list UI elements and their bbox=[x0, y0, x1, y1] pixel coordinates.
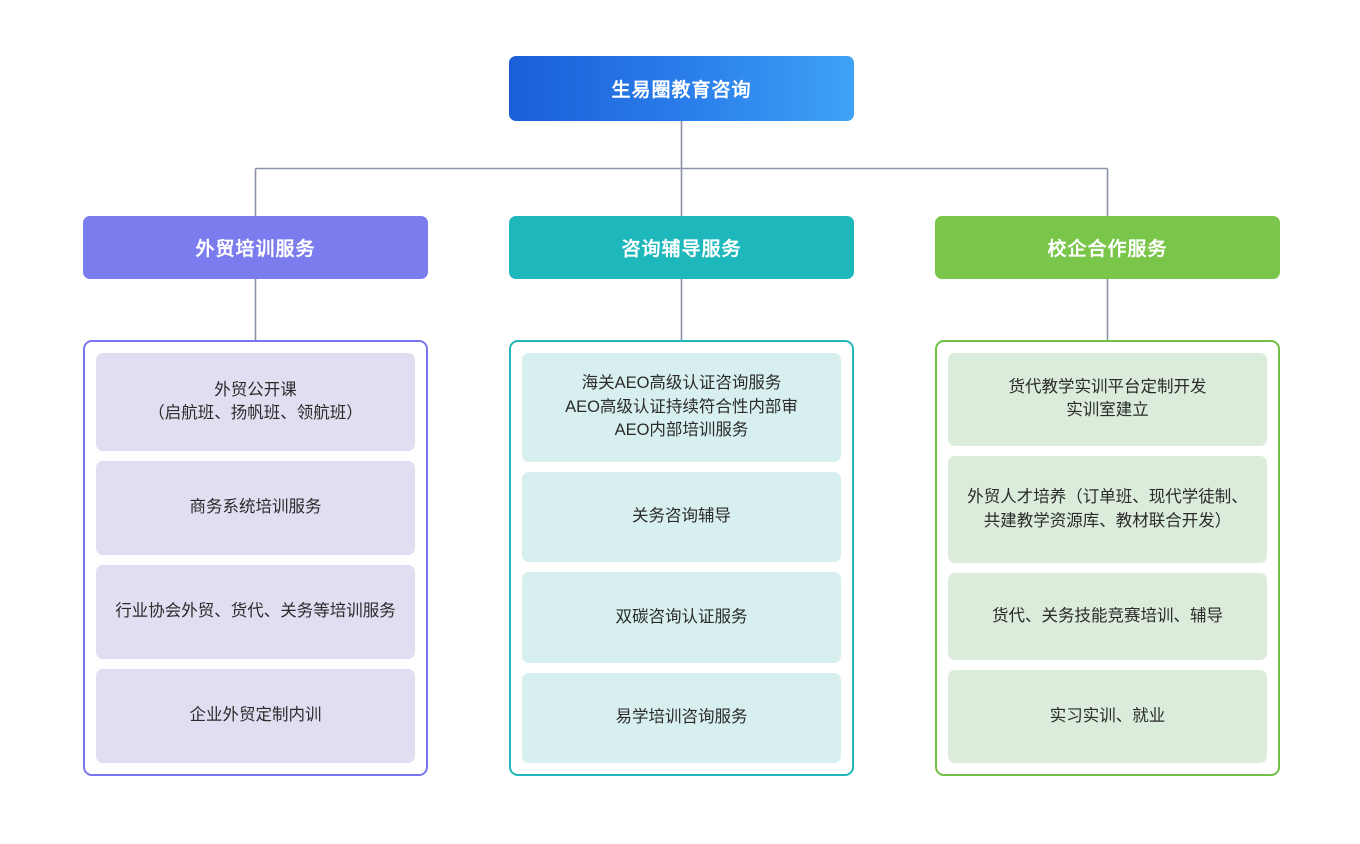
branch-header-1[interactable]: 咨询辅导服务 bbox=[509, 216, 854, 279]
branch-item-card[interactable]: 货代、关务技能竞赛培训、辅导 bbox=[948, 573, 1267, 661]
branch-column-1: 咨询辅导服务 bbox=[509, 216, 854, 279]
branch-item-card[interactable]: 关务咨询辅导 bbox=[522, 471, 841, 563]
root-node-label: 生易圈教育咨询 bbox=[611, 80, 752, 101]
branch-item-card[interactable]: 外贸公开课 （启航班、扬帆班、领航班） bbox=[96, 353, 415, 451]
branch-item-card[interactable]: 行业协会外贸、货代、关务等培训服务 bbox=[96, 564, 415, 659]
branch-item-card[interactable]: 海关AEO高级认证咨询服务 AEO高级认证持续符合性内部审 AEO内部培训服务 bbox=[522, 353, 841, 462]
branch-panel-2: 货代教学实训平台定制开发 实训室建立 外贸人才培养（订单班、现代学徒制、共建教学… bbox=[935, 340, 1280, 776]
branch-item-card[interactable]: 外贸人才培养（订单班、现代学徒制、共建教学资源库、教材联合开发） bbox=[948, 455, 1267, 564]
branch-header-label: 外贸培训服务 bbox=[195, 239, 316, 260]
branch-item-card[interactable]: 货代教学实训平台定制开发 实训室建立 bbox=[948, 353, 1267, 446]
branch-panel-1: 海关AEO高级认证咨询服务 AEO高级认证持续符合性内部审 AEO内部培训服务 … bbox=[509, 340, 854, 776]
branch-header-0[interactable]: 外贸培训服务 bbox=[83, 216, 428, 279]
branch-item-card[interactable]: 易学培训咨询服务 bbox=[522, 672, 841, 763]
branch-item-card[interactable]: 实习实训、就业 bbox=[948, 670, 1267, 763]
branch-item-card[interactable]: 企业外贸定制内训 bbox=[96, 668, 415, 763]
branch-header-label: 咨询辅导服务 bbox=[621, 239, 742, 260]
branch-item-card[interactable]: 双碳咨询认证服务 bbox=[522, 572, 841, 663]
branch-header-label: 校企合作服务 bbox=[1047, 239, 1168, 260]
branch-panel-0: 外贸公开课 （启航班、扬帆班、领航班） 商务系统培训服务 行业协会外贸、货代、关… bbox=[83, 340, 428, 776]
branch-column-2: 校企合作服务 bbox=[935, 216, 1280, 279]
branch-item-card[interactable]: 商务系统培训服务 bbox=[96, 460, 415, 555]
branch-header-2[interactable]: 校企合作服务 bbox=[935, 216, 1280, 279]
root-node[interactable]: 生易圈教育咨询 bbox=[509, 56, 854, 121]
branch-column-0: 外贸培训服务 bbox=[83, 216, 428, 279]
